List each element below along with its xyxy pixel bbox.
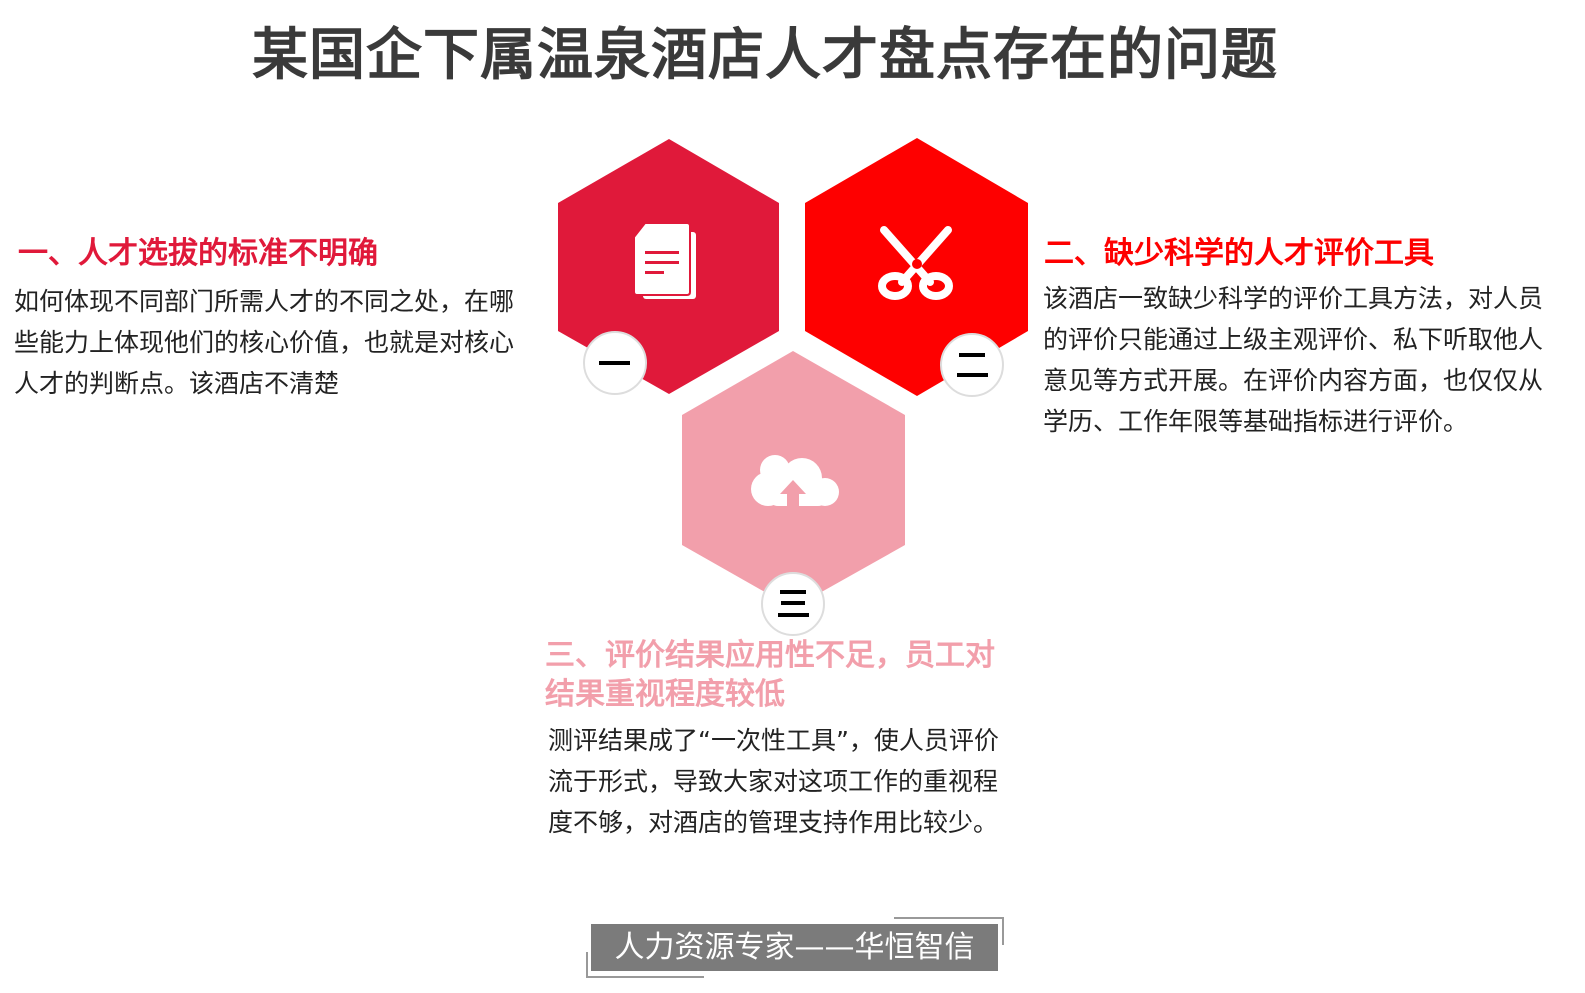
scissors-icon bbox=[878, 226, 953, 300]
item-2-body: 该酒店一致缺少科学的评价工具方法，对人员的评价只能通过上级主观评价、私下听取他人… bbox=[1043, 284, 1544, 436]
cloud-upload-icon bbox=[751, 455, 839, 506]
document-icon bbox=[633, 222, 696, 299]
page-title: 某国企下属温泉酒店人才盘点存在的问题 bbox=[252, 23, 1278, 88]
footer-frame-bottom bbox=[586, 976, 704, 978]
item-3-heading: 三、评价结果应用性不足，员工对结果重视程度较低 bbox=[545, 638, 995, 712]
item-3-body: 测评结果成了“一次性工具”，使人员评价流于形式，导致大家对这项工作的重视程度不够… bbox=[548, 726, 999, 837]
item-1-body: 如何体现不同部门所需人才的不同之处，在哪些能力上体现他们的核心价值，也就是对核心… bbox=[14, 287, 515, 398]
footer-brand: 人力资源专家——华恒智信 bbox=[591, 924, 998, 971]
number-badge-2 bbox=[940, 333, 1004, 397]
item-1-heading: 一、人才选拔的标准不明确 bbox=[18, 236, 378, 271]
footer-frame-right bbox=[1002, 917, 1004, 945]
footer-frame-left bbox=[586, 952, 588, 978]
number-badge-3 bbox=[761, 572, 825, 636]
item-2-heading: 二、缺少科学的人才评价工具 bbox=[1044, 236, 1434, 271]
footer-frame-top bbox=[894, 917, 1004, 919]
number-badge-1 bbox=[583, 331, 647, 395]
